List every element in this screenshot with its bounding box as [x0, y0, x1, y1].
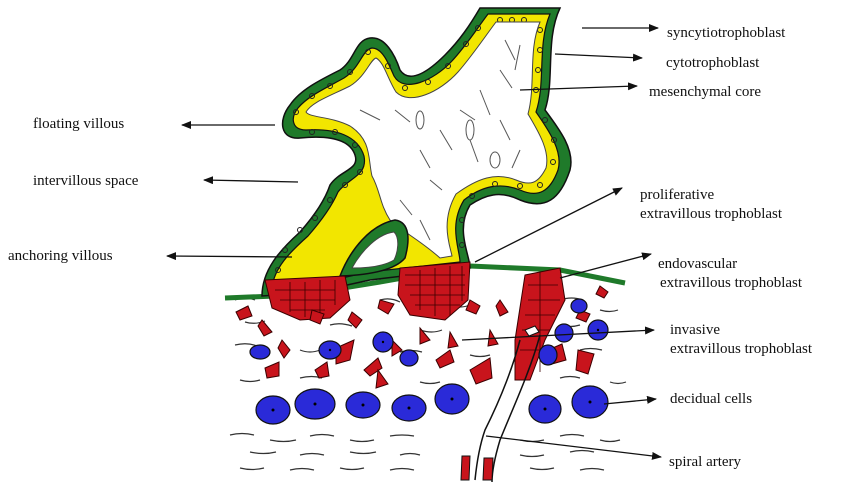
label-cytotrophoblast: cytotrophoblast [666, 54, 759, 73]
label-proliferative-evt: proliferative extravillous trophoblast [640, 186, 782, 224]
label-spiral-artery: spiral artery [669, 453, 741, 472]
label-decidual-cells: decidual cells [670, 390, 752, 409]
spiral-artery-base-left [461, 456, 470, 480]
label-proliferative-evt-line1: proliferative [640, 186, 782, 205]
label-invasive-evt-line2: extravillous trophoblast [670, 340, 812, 359]
label-anchoring-villous: anchoring villous [8, 247, 113, 266]
label-endovascular-evt-line2: extravillous trophoblast [658, 274, 802, 293]
label-mesenchymal-core: mesenchymal core [649, 83, 761, 102]
label-proliferative-evt-line2: extravillous trophoblast [640, 205, 782, 224]
spiral-artery-base-right [483, 458, 493, 480]
label-invasive-evt: invasive extravillous trophoblast [670, 321, 812, 359]
label-floating-villous: floating villous [33, 115, 124, 134]
label-invasive-evt-line1: invasive [670, 321, 812, 340]
label-endovascular-evt: endovascular extravillous trophoblast [658, 255, 802, 293]
label-endovascular-evt-line1: endovascular [658, 255, 802, 274]
label-intervillous-space: intervillous space [33, 172, 138, 191]
label-syncytiotrophoblast: syncytiotrophoblast [667, 24, 785, 43]
